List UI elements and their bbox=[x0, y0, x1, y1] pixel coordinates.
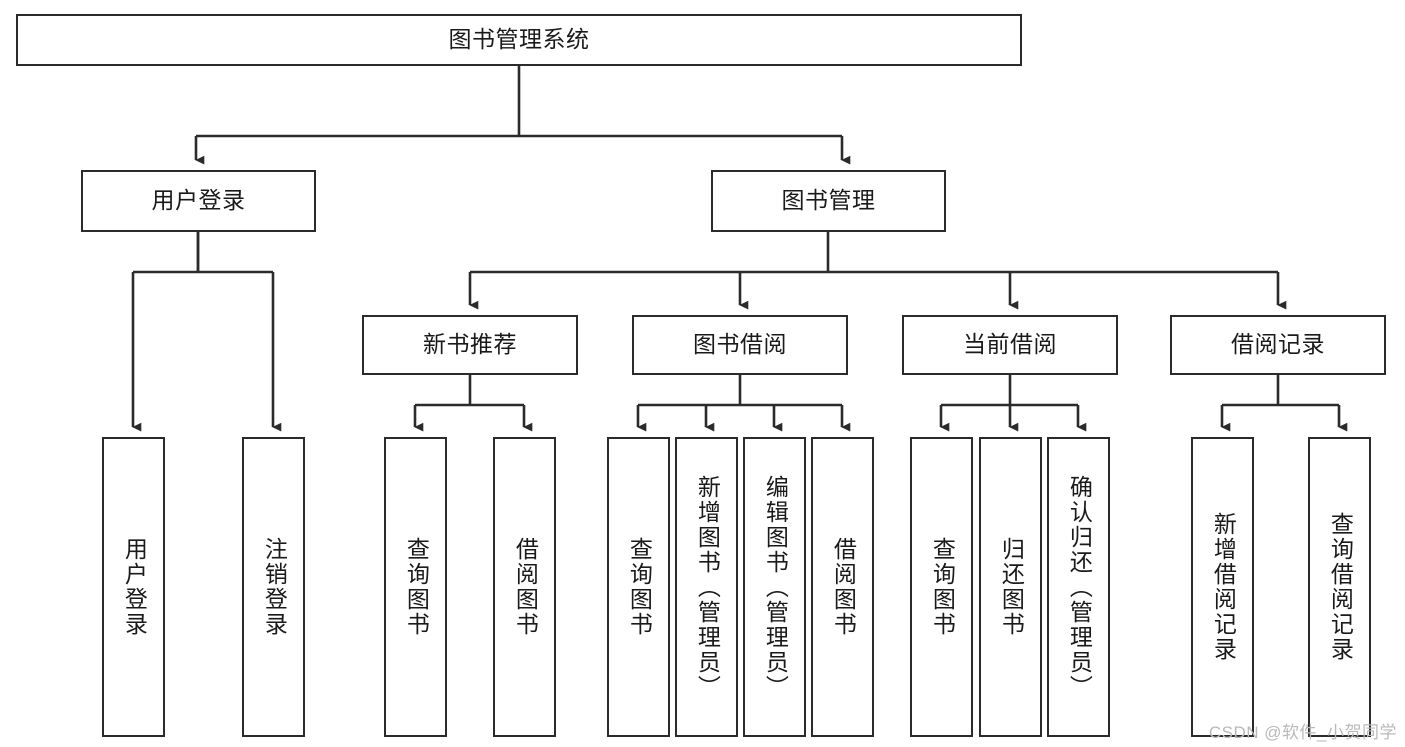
node-label: 查询借阅记录 bbox=[1327, 512, 1354, 662]
node-label: 图书管理系统 bbox=[448, 26, 590, 53]
node-label: 新书推荐 bbox=[423, 331, 517, 358]
leaf-query-book-borrow[interactable]: 查询图书 bbox=[607, 437, 670, 737]
node-new-book-recommend[interactable]: 新书推荐 bbox=[362, 315, 578, 375]
node-label: 借阅图书 bbox=[830, 537, 857, 637]
node-label: 借阅图书 bbox=[512, 537, 539, 637]
leaf-add-book-admin[interactable]: 新增图书（管理员） bbox=[675, 437, 738, 737]
leaf-query-book-recommend[interactable]: 查询图书 bbox=[384, 437, 447, 737]
leaf-user-login[interactable]: 用户登录 bbox=[102, 437, 165, 737]
node-label: 借阅记录 bbox=[1231, 331, 1325, 358]
node-label: 查询图书 bbox=[403, 537, 430, 637]
node-label: 当前借阅 bbox=[963, 331, 1057, 358]
node-label: 查询图书 bbox=[929, 537, 956, 637]
node-borrow-record[interactable]: 借阅记录 bbox=[1170, 315, 1386, 375]
node-label: 用户登录 bbox=[121, 537, 148, 637]
node-current-borrow[interactable]: 当前借阅 bbox=[902, 315, 1118, 375]
node-label: 用户登录 bbox=[151, 187, 246, 214]
leaf-add-borrow-record[interactable]: 新增借阅记录 bbox=[1191, 437, 1254, 737]
node-label: 新增图书（管理员） bbox=[694, 474, 721, 700]
leaf-borrow-book[interactable]: 借阅图书 bbox=[811, 437, 874, 737]
node-label: 归还图书 bbox=[998, 537, 1025, 637]
node-label: 新增借阅记录 bbox=[1210, 512, 1237, 662]
leaf-confirm-return-admin[interactable]: 确认归还（管理员） bbox=[1047, 437, 1110, 737]
node-user-login[interactable]: 用户登录 bbox=[81, 170, 316, 232]
leaf-query-borrow-record[interactable]: 查询借阅记录 bbox=[1308, 437, 1371, 737]
node-label: 查询图书 bbox=[626, 537, 653, 637]
leaf-query-book-current[interactable]: 查询图书 bbox=[910, 437, 973, 737]
leaf-return-book[interactable]: 归还图书 bbox=[979, 437, 1042, 737]
node-label: 注销登录 bbox=[261, 537, 288, 637]
node-book-management[interactable]: 图书管理 bbox=[711, 170, 946, 232]
node-label: 确认归还（管理员） bbox=[1066, 474, 1093, 700]
node-label: 编辑图书（管理员） bbox=[762, 474, 789, 700]
node-book-borrow[interactable]: 图书借阅 bbox=[632, 315, 848, 375]
node-label: 图书借阅 bbox=[693, 331, 787, 358]
leaf-logout[interactable]: 注销登录 bbox=[242, 437, 305, 737]
node-label: 图书管理 bbox=[781, 187, 876, 214]
leaf-borrow-book-recommend[interactable]: 借阅图书 bbox=[493, 437, 556, 737]
node-root-system[interactable]: 图书管理系统 bbox=[16, 14, 1022, 66]
leaf-edit-book-admin[interactable]: 编辑图书（管理员） bbox=[743, 437, 806, 737]
